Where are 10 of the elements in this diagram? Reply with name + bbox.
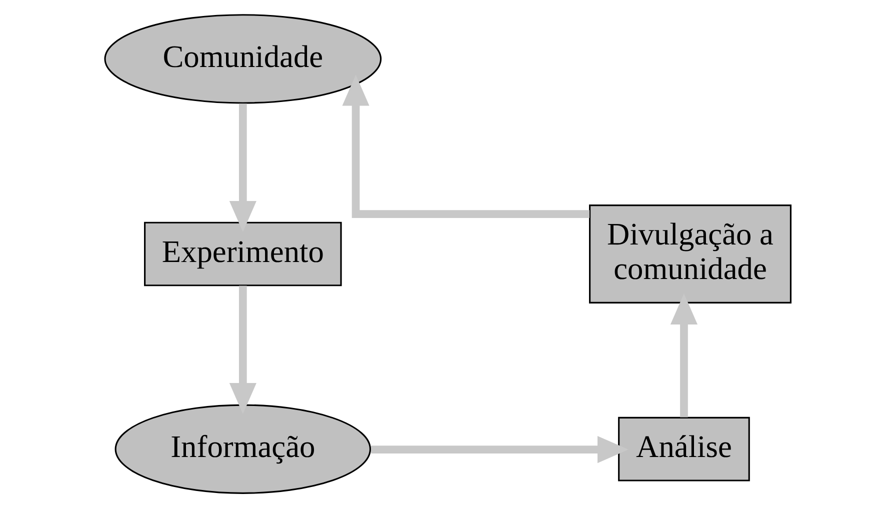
arrow [229,286,256,414]
arrow [229,104,256,232]
node-ellipse: Comunidade [104,14,382,104]
node-box: Divulgação a comunidade [589,204,792,304]
arrow [371,436,628,464]
node-ellipse: Informação [114,404,372,494]
node-box: Experimento [144,222,342,286]
node-box: Análise [618,416,750,482]
arrow [342,74,590,218]
arrow [670,294,698,418]
